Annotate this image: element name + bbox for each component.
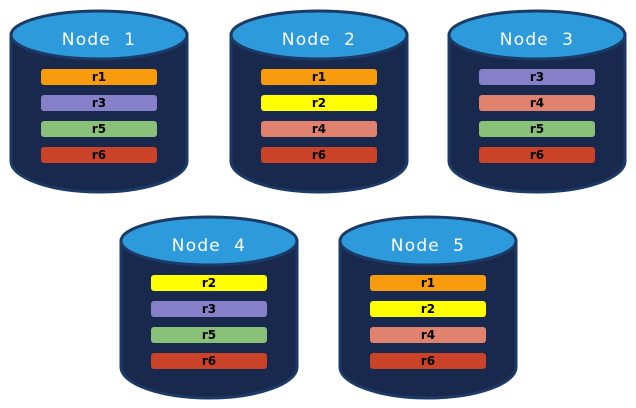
replica-bar[interactable]: r4 bbox=[479, 95, 595, 111]
replica-bar[interactable]: r6 bbox=[151, 353, 267, 369]
replica-bar[interactable]: r1 bbox=[370, 275, 486, 291]
replica-bar[interactable]: r3 bbox=[151, 301, 267, 317]
replica-bar[interactable]: r6 bbox=[479, 147, 595, 163]
replica-bar[interactable]: r2 bbox=[151, 275, 267, 291]
replica-list: r3 r4 r5 r6 bbox=[479, 69, 595, 163]
replica-bar[interactable]: r3 bbox=[479, 69, 595, 85]
replica-bar[interactable]: r5 bbox=[479, 121, 595, 137]
cylinder-top-ellipse bbox=[338, 215, 518, 267]
cylinder-top-ellipse bbox=[119, 215, 299, 267]
replica-bar[interactable]: r5 bbox=[151, 327, 267, 343]
replica-list: r1 r2 r4 r6 bbox=[370, 275, 486, 369]
cylinder-top-ellipse bbox=[447, 9, 627, 61]
replica-bar[interactable]: r1 bbox=[261, 69, 377, 85]
replica-list: r1 r2 r4 r6 bbox=[261, 69, 377, 163]
replica-bar[interactable]: r2 bbox=[261, 95, 377, 111]
replica-bar[interactable]: r6 bbox=[261, 147, 377, 163]
replica-bar[interactable]: r6 bbox=[41, 147, 157, 163]
replica-bar[interactable]: r5 bbox=[41, 121, 157, 137]
replica-bar[interactable]: r4 bbox=[370, 327, 486, 343]
replica-bar[interactable]: r4 bbox=[261, 121, 377, 137]
replica-bar[interactable]: r2 bbox=[370, 301, 486, 317]
replica-bar[interactable]: r1 bbox=[41, 69, 157, 85]
replica-list: r2 r3 r5 r6 bbox=[151, 275, 267, 369]
replica-bar[interactable]: r6 bbox=[370, 353, 486, 369]
cylinder-top-ellipse bbox=[229, 9, 409, 61]
replica-list: r1 r3 r5 r6 bbox=[41, 69, 157, 163]
cylinder-top-ellipse bbox=[9, 9, 189, 61]
replica-bar[interactable]: r3 bbox=[41, 95, 157, 111]
